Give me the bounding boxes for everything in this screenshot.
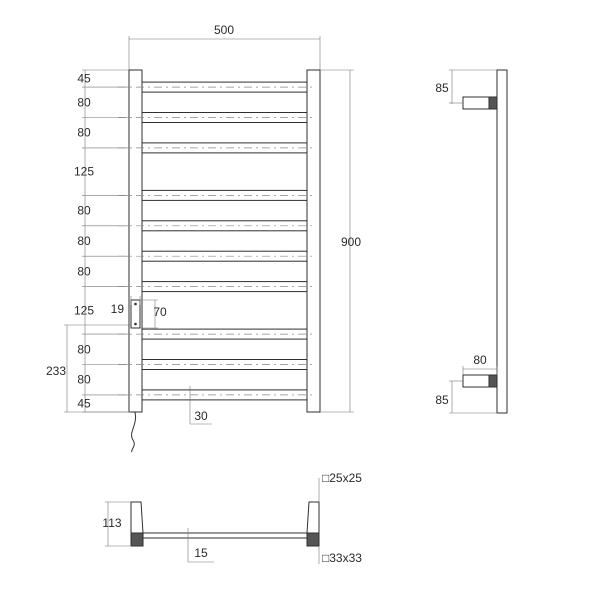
spacing-label: 80 [77,264,91,278]
top-view: 113 15 □25x25 □33x33 [102,471,362,565]
connector-offset-label: 70 [153,305,167,319]
spacing-label: 125 [74,303,94,317]
top-view-left-bracket [130,501,144,534]
bars-group [118,81,316,401]
spacing-label: 45 [77,72,91,86]
spacing-label: 80 [77,342,91,356]
spacing-label: 80 [77,95,91,109]
right-post [306,69,321,413]
width-label: 500 [214,23,234,37]
connector-box [130,299,141,329]
spacing-label: 125 [74,165,94,179]
connector-dot-top [134,302,137,306]
top-view-right-post [306,532,320,547]
top-view-right-bracket [306,501,320,534]
height-label: 900 [341,235,361,249]
front-view: 500 45 80 80 125 80 80 80 125 80 80 45 900 19 70 2… [46,23,361,453]
side-bottom-bracket-cap [488,374,498,388]
lower-height-label: 233 [46,364,66,378]
spacing-dimensions: 45 80 80 125 80 80 80 125 80 80 45 [74,69,129,413]
bottom-offset-label: 30 [194,409,208,423]
spacing-label: 80 [77,234,91,248]
left-post [128,69,143,413]
side-depth-label: 80 [473,353,487,367]
spacing-label: 80 [77,204,91,218]
top-view-bar [137,532,318,539]
spacing-label: 80 [77,373,91,387]
power-cable [131,411,137,453]
top-post-section-label: □33x33 [322,551,362,565]
side-view: 85 80 85 [435,69,508,414]
spacing-label: 80 [77,126,91,140]
top-bar-label: 15 [194,546,208,560]
side-top-label: 85 [435,81,449,95]
side-top-bracket-cap [488,96,498,110]
top-depth-label: 113 [102,516,121,530]
top-view-left-post [130,532,144,547]
side-bottom-label: 85 [435,393,449,407]
spacing-label: 45 [77,396,91,410]
top-bar-section-label: □25x25 [322,471,362,485]
connector-width-label: 19 [111,302,125,316]
side-post [496,69,508,414]
connector-dot-bottom [134,322,137,326]
